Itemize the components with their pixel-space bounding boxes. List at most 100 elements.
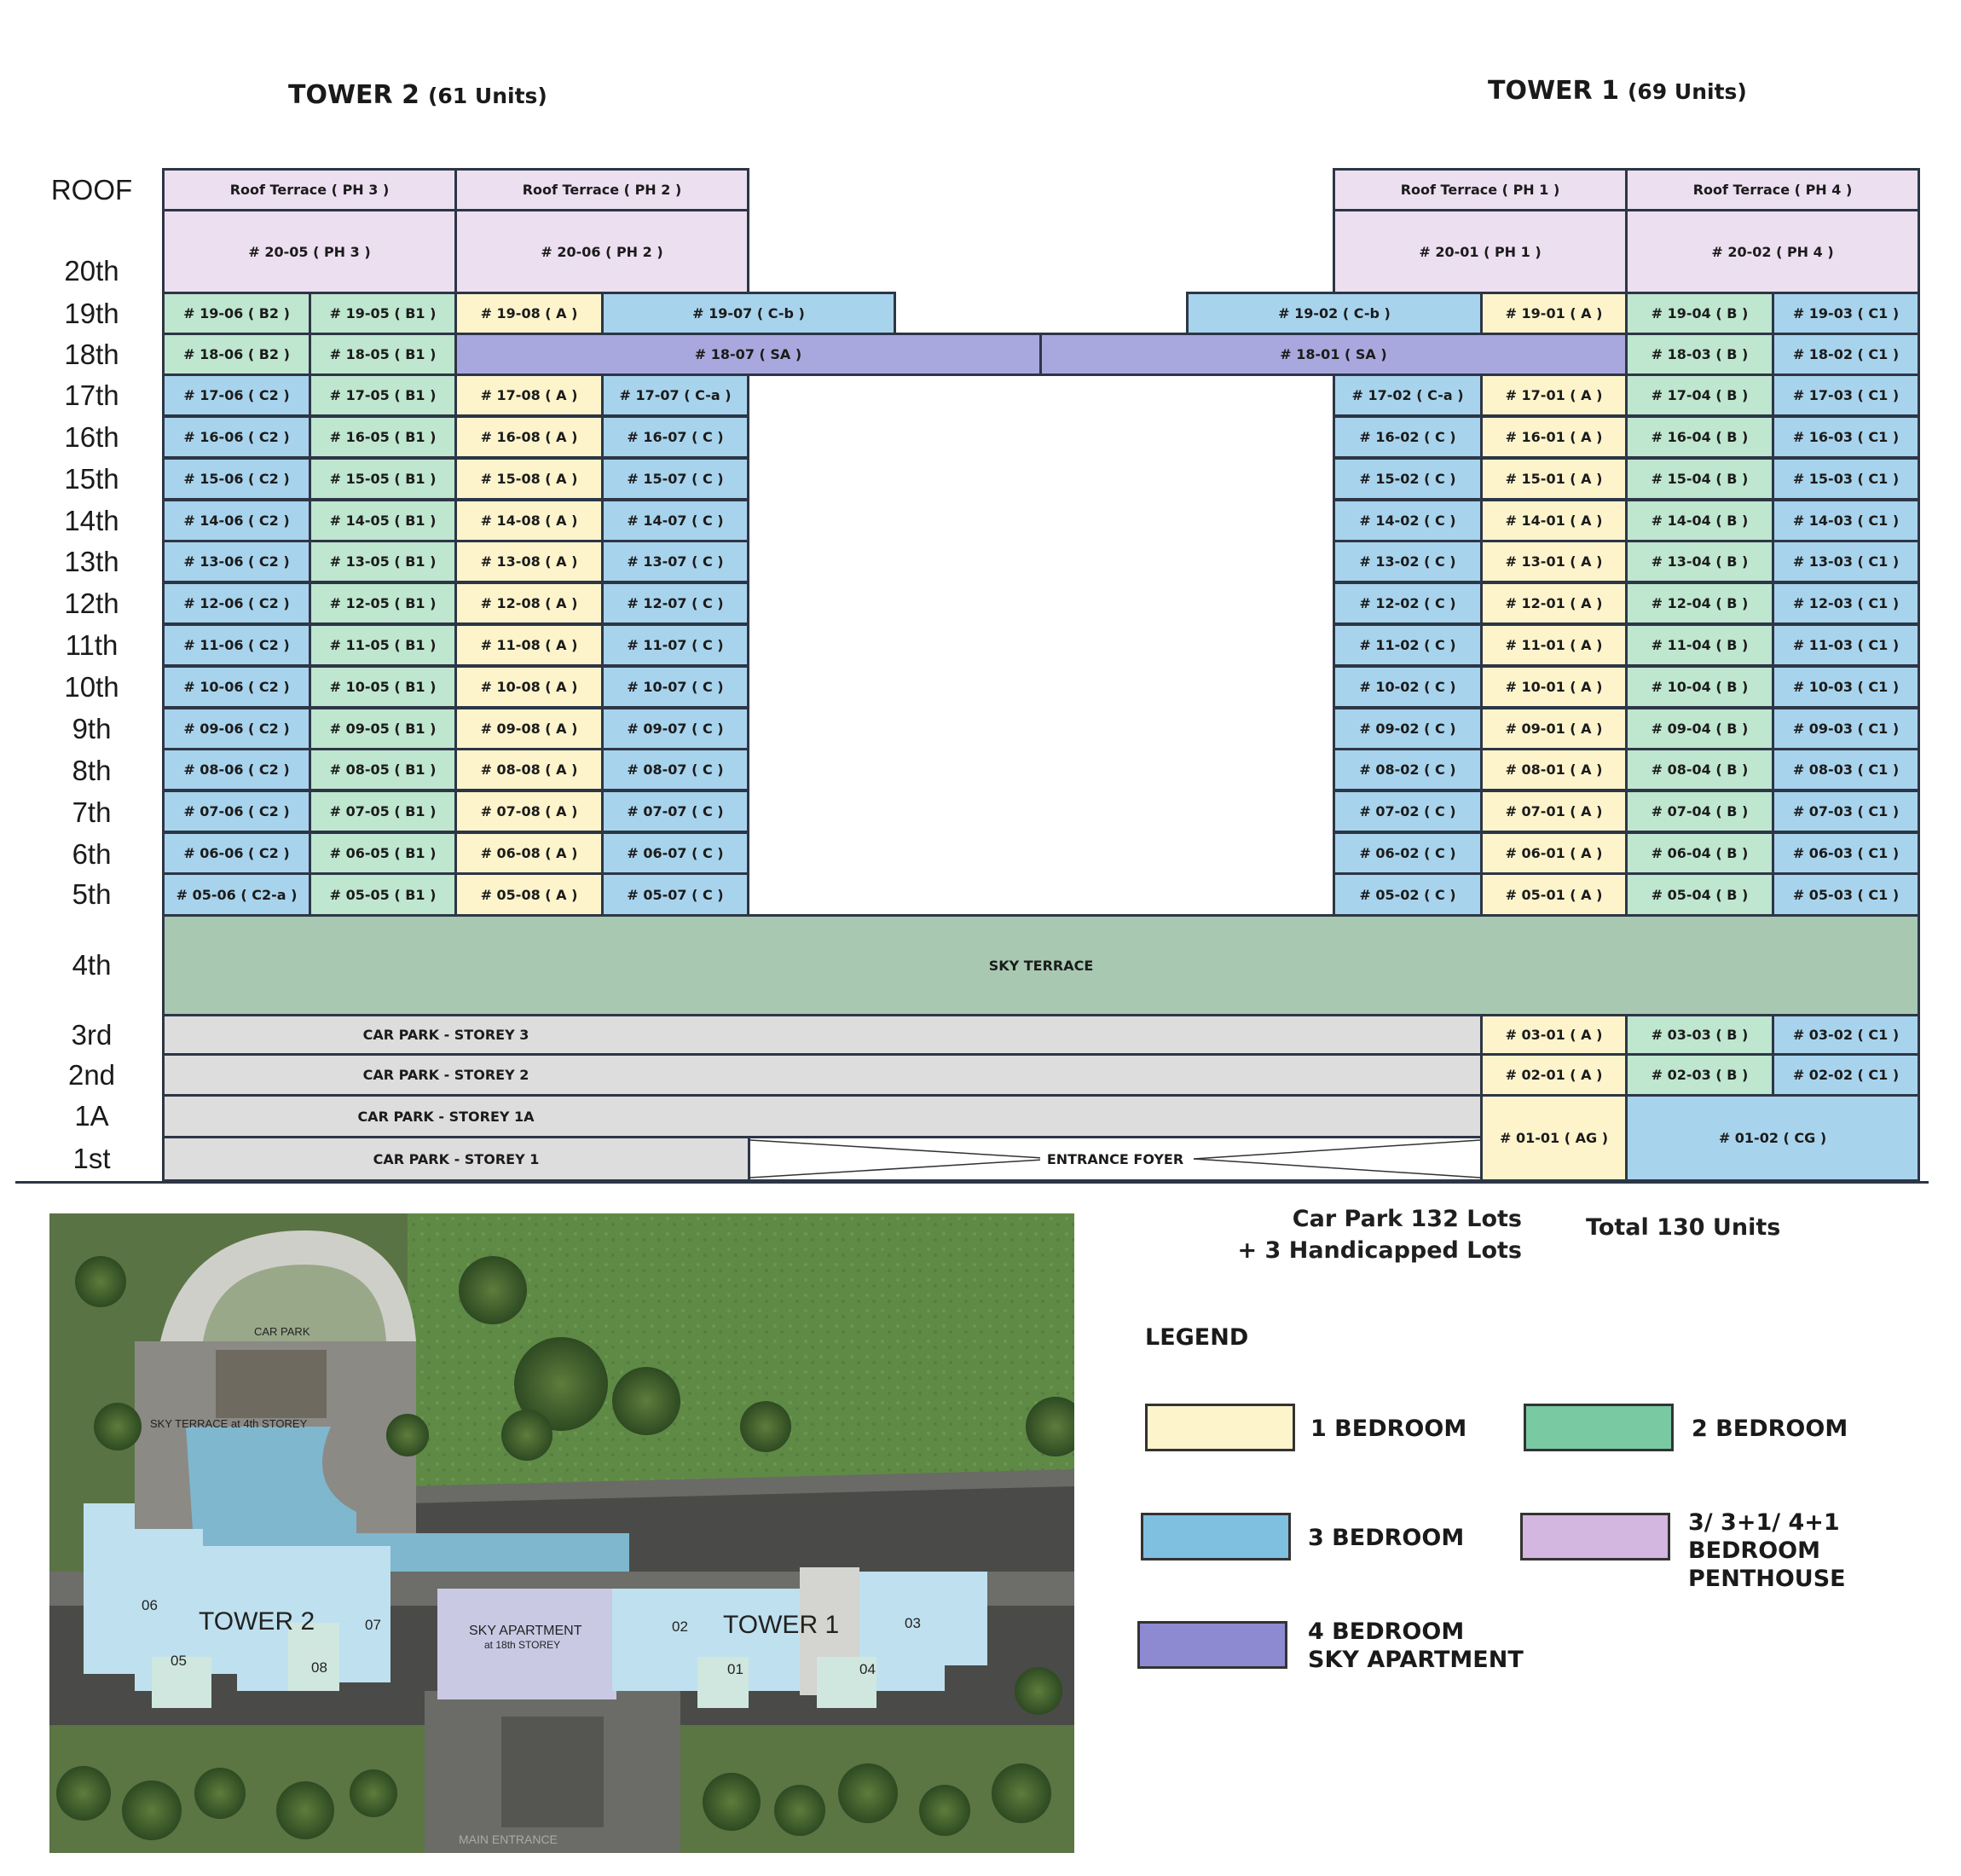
unit-16-5: # 16-01 ( A ) [1480,415,1628,459]
unit-17-07: # 17-07 ( C-a ) [601,373,749,417]
unit-06-1: # 06-05 ( B1 ) [309,831,457,875]
unit-10-0: # 10-06 ( C2 ) [162,665,311,709]
unit-12-0: # 12-06 ( C2 ) [162,582,311,625]
car-park-storey-1: CAR PARK - STOREY 1 [162,1136,750,1182]
floor-label-roof: ROOF [50,173,133,206]
site-plan-sky-terrace-label: SKY TERRACE at 4th STOREY [150,1417,308,1430]
unit-10-1: # 10-05 ( B1 ) [309,665,457,709]
site-plan-unit-07: 07 [365,1617,381,1633]
unit-19-02: # 19-02 ( C-b ) [1186,292,1483,335]
unit-08-2: # 08-08 ( A ) [454,748,604,791]
legend-swatch-penthouse [1520,1513,1670,1560]
site-plan-unit-03: 03 [905,1615,921,1631]
unit-18-05: # 18-05 ( B1 ) [309,333,457,376]
unit-01-01: # 01-01 ( AG ) [1480,1094,1628,1182]
floor-label-4th: 4th [72,949,112,981]
unit-13-3: # 13-07 ( C ) [601,540,749,583]
tower-2-name: TOWER 2 [288,80,419,110]
unit-03-01: # 03-01 ( A ) [1480,1014,1628,1056]
unit-12-5: # 12-01 ( A ) [1480,582,1628,625]
floor-label-15th: 15th [64,462,119,495]
legend-swatch-3-bedroom [1141,1513,1291,1560]
legend-title: LEGEND [1145,1324,1249,1351]
unit-20-05: # 20-05 ( PH 3 ) [162,209,457,294]
unit-11-1: # 11-05 ( B1 ) [309,623,457,667]
unit-15-4: # 15-02 ( C ) [1333,457,1483,501]
unit-06-7: # 06-03 ( C1 ) [1772,831,1920,875]
unit-06-6: # 06-04 ( B ) [1625,831,1774,875]
unit-19-01: # 19-01 ( A ) [1480,292,1628,335]
unit-12-1: # 12-05 ( B1 ) [309,582,457,625]
unit-18-02: # 18-02 ( C1 ) [1772,333,1920,376]
site-plan-unit-06: 06 [142,1597,158,1613]
unit-20-02: # 20-02 ( PH 4 ) [1625,209,1920,294]
unit-13-5: # 13-01 ( A ) [1480,540,1628,583]
floor-label-6th: 6th [72,837,112,870]
unit-03-02: # 03-02 ( C1 ) [1772,1014,1920,1056]
unit-16-7: # 16-03 ( C1 ) [1772,415,1920,459]
floor-label-5th: 5th [72,878,112,910]
unit-10-5: # 10-01 ( A ) [1480,665,1628,709]
floor-label-17th: 17th [64,379,119,411]
unit-16-4: # 16-02 ( C ) [1333,415,1483,459]
unit-09-5: # 09-01 ( A ) [1480,707,1628,750]
unit-16-3: # 16-07 ( C ) [601,415,749,459]
unit-18-06: # 18-06 ( B2 ) [162,333,311,376]
unit-19-05: # 19-05 ( B1 ) [309,292,457,335]
unit-05-05: # 05-05 ( B1 ) [309,872,457,917]
entrance-foyer-label: ENTRANCE FOYER [1039,1150,1191,1167]
unit-12-7: # 12-03 ( C1 ) [1772,582,1920,625]
unit-09-7: # 09-03 ( C1 ) [1772,707,1920,750]
unit-07-6: # 07-04 ( B ) [1625,790,1774,833]
unit-05-06: # 05-06 ( C2-a ) [162,872,311,917]
unit-17-08: # 17-08 ( A ) [454,373,604,417]
unit-13-1: # 13-05 ( B1 ) [309,540,457,583]
legend-label-3-bedroom: 3 BEDROOM [1308,1525,1465,1551]
unit-07-1: # 07-05 ( B1 ) [309,790,457,833]
unit-09-2: # 09-08 ( A ) [454,707,604,750]
floor-label-8th: 8th [72,754,112,786]
floor-label-18th: 18th [64,338,119,370]
car-park-lots-line: Car Park 132 Lots [1292,1206,1522,1232]
roof-terrace-ph1: Roof Terrace ( PH 1 ) [1333,168,1628,211]
unit-12-2: # 12-08 ( A ) [454,582,604,625]
unit-02-01: # 02-01 ( A ) [1480,1053,1628,1097]
roof-terrace-ph3: Roof Terrace ( PH 3 ) [162,168,457,211]
unit-07-7: # 07-03 ( C1 ) [1772,790,1920,833]
unit-19-07: # 19-07 ( C-b ) [601,292,896,335]
floor-label-20th: 20th [64,254,119,287]
unit-19-03: # 19-03 ( C1 ) [1772,292,1920,335]
floor-label-1a: 1A [74,1100,109,1132]
unit-07-0: # 07-06 ( C2 ) [162,790,311,833]
unit-10-4: # 10-02 ( C ) [1333,665,1483,709]
car-park-lots: Car Park 132 Lots + 3 Handicapped Lots [1228,1203,1522,1266]
floor-label-11th: 11th [65,628,119,661]
site-plan-unit-01: 01 [727,1661,743,1677]
unit-17-03: # 17-03 ( C1 ) [1772,373,1920,417]
unit-02-03: # 02-03 ( B ) [1625,1053,1774,1097]
site-plan-unit-04: 04 [859,1661,876,1677]
unit-07-4: # 07-02 ( C ) [1333,790,1483,833]
tower-1-title: TOWER 1(69 Units) [1488,76,1747,106]
roof-terrace-ph4: Roof Terrace ( PH 4 ) [1625,168,1920,211]
unit-13-0: # 13-06 ( C2 ) [162,540,311,583]
unit-16-2: # 16-08 ( A ) [454,415,604,459]
unit-18-01: # 18-01 ( SA ) [1039,333,1628,376]
car-park-storey-3-label: CAR PARK - STOREY 3 [362,1027,529,1043]
car-park-storey-1a: CAR PARK - STOREY 1A [162,1094,1483,1138]
unit-07-5: # 07-01 ( A ) [1480,790,1628,833]
unit-19-08: # 19-08 ( A ) [454,292,604,335]
unit-14-1: # 14-05 ( B1 ) [309,499,457,542]
unit-18-07: # 18-07 ( SA ) [454,333,1042,376]
site-plan: CAR PARK SKY TERRACE at 4th STOREY TOWER… [49,1213,1074,1853]
unit-10-2: # 10-08 ( A ) [454,665,604,709]
site-plan-unit-02: 02 [672,1618,688,1635]
unit-12-3: # 12-07 ( C ) [601,582,749,625]
unit-19-06: # 19-06 ( B2 ) [162,292,311,335]
unit-15-1: # 15-05 ( B1 ) [309,457,457,501]
site-plan-sky-apartment-label: SKY APARTMENT [469,1624,582,1638]
unit-15-7: # 15-03 ( C1 ) [1772,457,1920,501]
unit-17-04: # 17-04 ( B ) [1625,373,1774,417]
unit-06-4: # 06-02 ( C ) [1333,831,1483,875]
tower-2-unit-count: (61 Units) [427,84,547,108]
